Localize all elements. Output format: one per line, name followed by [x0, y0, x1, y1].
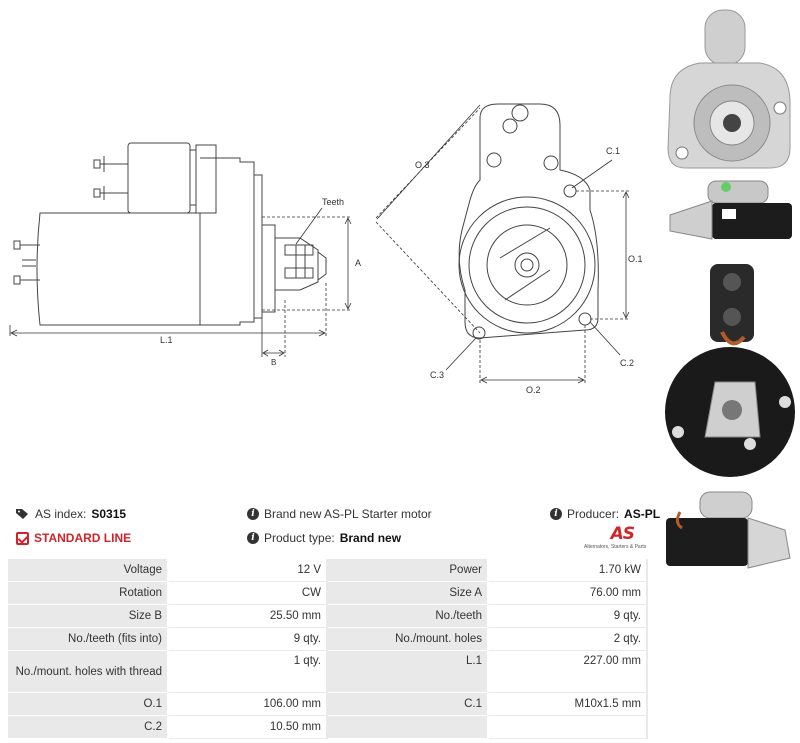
table-row: Size B 25.50 mm No./teeth 9 qty.: [8, 605, 648, 628]
tag-icon: [16, 509, 28, 519]
spec-value: 1.70 kW: [489, 559, 648, 582]
dim-c2-label: C.2: [620, 358, 634, 368]
spec-value: 76.00 mm: [489, 582, 648, 605]
table-row: O.1 106.00 mm C.1 M10x1.5 mm: [8, 693, 648, 716]
table-row: No./teeth (fits into) 9 qty. No./mount. …: [8, 628, 648, 651]
product-photo-rear: [665, 264, 795, 477]
as-index-label: AS index:: [35, 507, 87, 521]
spec-value: 2 qty.: [489, 628, 648, 651]
spec-label: Size B: [8, 605, 169, 628]
spec-label: No./teeth (fits into): [8, 628, 169, 651]
spec-label: No./teeth: [328, 605, 489, 628]
standard-line: STANDARD LINE: [16, 531, 131, 545]
producer-label: Producer:: [567, 507, 620, 521]
spec-label: C.2: [8, 716, 169, 739]
spec-label: Power: [328, 559, 489, 582]
product-type-label: Product type:: [264, 531, 335, 545]
spec-value: M10x1.5 mm: [489, 693, 648, 716]
info-icon: i: [550, 508, 562, 520]
spec-value: 9 qty.: [169, 628, 328, 651]
table-row: No./mount. holes with thread 1 qty. L.1 …: [8, 651, 648, 693]
logo-subtext: Alternators, Starters & Parts: [584, 544, 647, 550]
spec-value: 1 qty.: [169, 651, 328, 693]
product-photo-side: [669, 180, 792, 240]
spec-label: Voltage: [8, 559, 169, 582]
spec-value: 9 qty.: [489, 605, 648, 628]
front-flange-outline: [458, 103, 599, 339]
spec-label: O.1: [8, 693, 169, 716]
dim-c1-label: C.1: [606, 146, 620, 156]
spec-label: L.1: [328, 651, 489, 693]
spec-label: Rotation: [8, 582, 169, 605]
spec-value: 12 V: [169, 559, 328, 582]
dim-o1-label: O.1: [628, 254, 643, 264]
info-icon: i: [247, 532, 259, 544]
dim-o3-label: O.3: [415, 160, 430, 170]
motor-body-outline: [36, 212, 201, 326]
spec-label: [328, 716, 489, 739]
table-row: C.2 10.50 mm: [8, 716, 648, 739]
spec-label: No./mount. holes with thread: [8, 651, 169, 693]
producer: i Producer: AS-PL: [550, 507, 660, 521]
table-row: Rotation CW Size A 76.00 mm: [8, 582, 648, 605]
spec-value: 106.00 mm: [169, 693, 328, 716]
spec-value: 227.00 mm: [489, 651, 648, 693]
product-photo-front: [667, 9, 791, 169]
spec-label: C.1: [328, 693, 489, 716]
product-description: i Brand new AS-PL Starter motor: [247, 507, 432, 521]
front-housing-circle: [458, 196, 596, 334]
spec-value: 10.50 mm: [169, 716, 328, 739]
teeth-label: Teeth: [322, 197, 344, 207]
as-index-value: S0315: [91, 507, 127, 521]
table-row: Voltage 12 V Power 1.70 kW: [8, 559, 648, 582]
technical-drawing: Teeth A B L.1 O.3 C.1 O.1 C.2 C.3 O.: [9, 103, 643, 395]
checkbox-icon: [16, 531, 29, 545]
spec-value: CW: [169, 582, 328, 605]
spec-label: No./mount. holes: [328, 628, 489, 651]
producer-value: AS-PL: [624, 507, 661, 521]
dim-a-label: A: [355, 258, 361, 268]
as-index: AS index: S0315: [16, 507, 126, 521]
solenoid-outline: [127, 142, 191, 214]
info-icon: i: [247, 508, 259, 520]
logo-text: AS: [610, 524, 635, 544]
product-type: i Product type: Brand new: [247, 531, 401, 545]
specs-table: Voltage 12 V Power 1.70 kW Rotation CW S…: [8, 559, 648, 739]
dim-l1-label: L.1: [160, 335, 173, 345]
standard-line-label: STANDARD LINE: [34, 531, 132, 545]
spec-label: Size A: [328, 582, 489, 605]
spec-value: 25.50 mm: [169, 605, 328, 628]
dim-o2-label: O.2: [526, 385, 541, 395]
dim-b-label: B: [271, 358, 276, 367]
description-text: Brand new AS-PL Starter motor: [264, 507, 432, 521]
product-photo-angle: [666, 491, 791, 569]
product-type-value: Brand new: [339, 531, 402, 545]
spec-value: [489, 716, 648, 739]
as-pl-logo: AS Alternators, Starters & Parts: [584, 524, 654, 552]
dim-c3-label: C.3: [430, 370, 444, 380]
